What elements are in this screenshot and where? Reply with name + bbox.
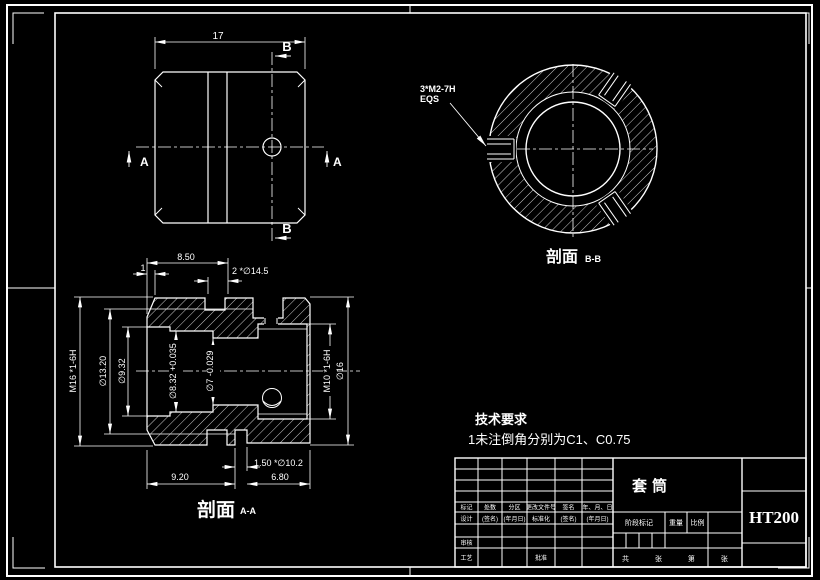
corner-marks xyxy=(12,12,810,569)
dim-m16: M16 *1-6H xyxy=(68,349,78,392)
dim-1320: ∅13.20 xyxy=(98,356,108,386)
section-bb-suffix: B-B xyxy=(585,254,601,264)
dim-1: 1 xyxy=(140,263,145,273)
tech-req-item: 1未注倒角分别为C1、C0.75 xyxy=(468,432,631,447)
tb-process: 工艺 xyxy=(460,554,472,562)
tb-header-0: 标记 xyxy=(460,504,472,512)
tb-scale: 比例 xyxy=(691,518,705,527)
thread-note-line1: 3*M2-7H xyxy=(420,84,456,94)
tb-stage: 阶段标记 xyxy=(625,518,653,527)
front-view xyxy=(126,37,330,243)
m2-hole-slot xyxy=(264,317,278,325)
tb-sign-0: 设计 xyxy=(460,515,472,523)
section-arrows xyxy=(126,53,330,241)
inner-frame xyxy=(54,12,807,568)
dim-2x145: 2 *∅14.5 xyxy=(232,266,268,276)
dim-850: 8.50 xyxy=(177,252,195,262)
dim-text-bg xyxy=(169,340,337,402)
section-bb-caption: 剖面 xyxy=(546,247,578,266)
chamfer-ticks xyxy=(154,79,306,216)
dim-16: ∅16 xyxy=(335,362,345,380)
section-aa-view: 1 8.50 2 *∅14.5 M16 *1-6H ∅13.20 ∅9.32 ∅… xyxy=(68,252,360,521)
material: HT200 xyxy=(749,508,799,527)
tb-approve: 批准 xyxy=(535,554,547,562)
tb-sign-3: 标准化 xyxy=(532,515,550,523)
tb-sign-4: (签名) xyxy=(561,515,577,523)
front-view-labels: 17 B B A A xyxy=(140,31,342,236)
label-b-bottom: B xyxy=(282,221,291,236)
part-name: 套筒 xyxy=(631,477,672,495)
thread-note-leader xyxy=(449,102,487,147)
thread-note-line2: EQS xyxy=(420,94,439,104)
tb-sign-2: (年月日) xyxy=(504,515,526,523)
tb-header-5: 年、月、日 xyxy=(582,504,612,512)
dim-m10: M10 *1-6H xyxy=(322,349,332,392)
dim-17-text: 17 xyxy=(212,31,224,42)
label-a-left: A xyxy=(140,155,149,169)
tb-sign-5: (年月日) xyxy=(587,515,609,523)
thread-lines xyxy=(147,308,307,435)
ball-detail xyxy=(262,388,282,408)
tb-weight: 重量 xyxy=(669,519,683,527)
technical-requirements: 技术要求 1未注倒角分别为C1、C0.75 xyxy=(468,412,631,447)
tb-header-4: 签名 xyxy=(562,504,574,512)
label-a-right: A xyxy=(333,155,342,169)
title-block-texts: 标记 处数 分区 更改文件号 签名 年、月、日 设计 (签名) (年月日) 标准… xyxy=(460,477,799,563)
drawing-frame xyxy=(6,4,813,577)
part-outline xyxy=(154,71,306,224)
tb-header-3: 更改文件号 xyxy=(526,504,556,512)
outer-border xyxy=(6,4,813,577)
dim-17 xyxy=(154,37,306,69)
dim-832: ∅8.32 +0.035 xyxy=(168,343,178,399)
dim-920: 9.20 xyxy=(171,472,189,482)
tb-audit: 审核 xyxy=(460,539,472,547)
thread-notches xyxy=(484,68,635,230)
tech-req-title: 技术要求 xyxy=(475,412,528,427)
dim-680: 6.80 xyxy=(271,472,289,482)
dim-932: ∅9.32 xyxy=(117,358,127,383)
section-aa-caption: 剖面 xyxy=(197,498,235,521)
aa-dimensions xyxy=(74,258,354,489)
tb-sheet: 共 张 第 张 xyxy=(622,554,740,563)
label-b-top: B xyxy=(282,39,291,54)
tb-header-1: 处数 xyxy=(484,504,496,512)
dim-150-102: 1.50 *∅10.2 xyxy=(254,458,303,468)
title-block xyxy=(454,457,807,568)
section-bb-view: 3*M2-7H EQS 剖面 B-B xyxy=(420,64,658,266)
section-aa-suffix: A-A xyxy=(240,506,256,516)
tb-header-2: 分区 xyxy=(508,504,520,512)
aa-dim-texts: 1 8.50 2 *∅14.5 M16 *1-6H ∅13.20 ∅9.32 ∅… xyxy=(68,252,345,482)
tb-sign-1: (签名) xyxy=(482,515,498,523)
dim-7: ∅7 -0.029 xyxy=(205,351,215,392)
radial-hole xyxy=(262,137,282,157)
